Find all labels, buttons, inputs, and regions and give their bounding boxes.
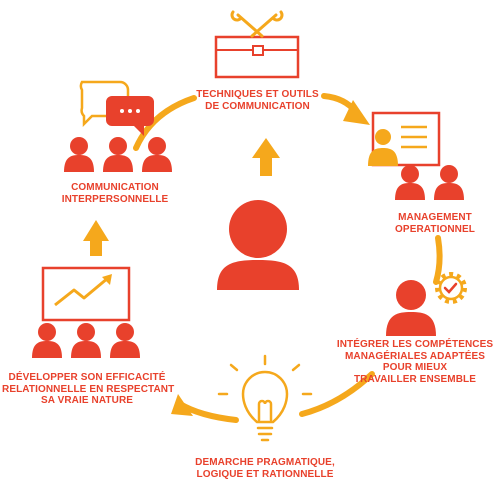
label-communication: COMMUNICATION INTERPERSONNELLE [50,182,180,205]
label-efficacite: DÉVELOPPER SON EFFICACITÉ RELATIONNELLE … [2,372,175,407]
label-demarche-line-2: LOGIQUE ET RATIONNELLE [196,468,334,480]
label-efficacite-line-1: DÉVELOPPER SON EFFICACITÉ [8,372,166,383]
label-competences: INTÉGRER LES COMPÉTENCES MANAGÉRIALES AD… [334,339,496,385]
toolbox-icon [214,10,300,79]
label-efficacite-line-2: RELATIONNELLE EN RESPECTANT [2,383,175,395]
center-up-arrow [252,138,280,176]
label-competences-line-3: POUR MIEUX [382,362,448,373]
person-icon [217,200,299,290]
arc-management-to-competences [433,235,443,285]
growth-chart-icon [41,266,131,322]
label-demarche: DEMARCHE PRAGMATIQUE, LOGIQUE ET RATIONN… [180,457,350,480]
label-management: MANAGEMENT OPERATIONNEL [380,212,490,235]
label-demarche-line-1: DEMARCHE PRAGMATIQUE, [195,457,335,468]
arc-communication-to-techniques [133,95,197,151]
arc-competences-to-demarche [299,371,375,417]
arrowhead-to-management [343,100,370,125]
team-people-icon [395,165,464,200]
label-competences-line-1: INTÉGRER LES COMPÉTENCES [336,339,494,350]
cycle-arrowheads [171,100,370,416]
label-management-line-2: OPERATIONNEL [395,223,475,235]
speech-bubbles-icon [79,80,154,136]
label-efficacite-line-3: SA VRAIE NATURE [40,395,134,406]
label-competences-line-4: TRAVAILLER ENSEMBLE [353,373,477,385]
person-gear-icon [386,272,467,336]
label-techniques-line-1: TECHNIQUES ET OUTILS [196,89,319,100]
arrowhead-to-demarche [171,394,193,416]
label-techniques: TECHNIQUES ET OUTILS DE COMMUNICATION [185,89,330,112]
label-techniques-line-2: DE COMMUNICATION [205,100,310,112]
audience-people-icon [32,323,140,358]
label-competences-line-2: MANAGÉRIALES ADAPTÉES [344,350,486,362]
label-management-line-1: MANAGEMENT [398,212,472,223]
group-people-icon [64,137,172,172]
label-communication-line-2: INTERPERSONNELLE [61,193,169,205]
lightbulb-icon [217,354,313,442]
label-communication-line-1: COMMUNICATION [71,182,159,193]
presentation-board-icon [368,111,441,167]
left-up-arrow [83,220,109,256]
